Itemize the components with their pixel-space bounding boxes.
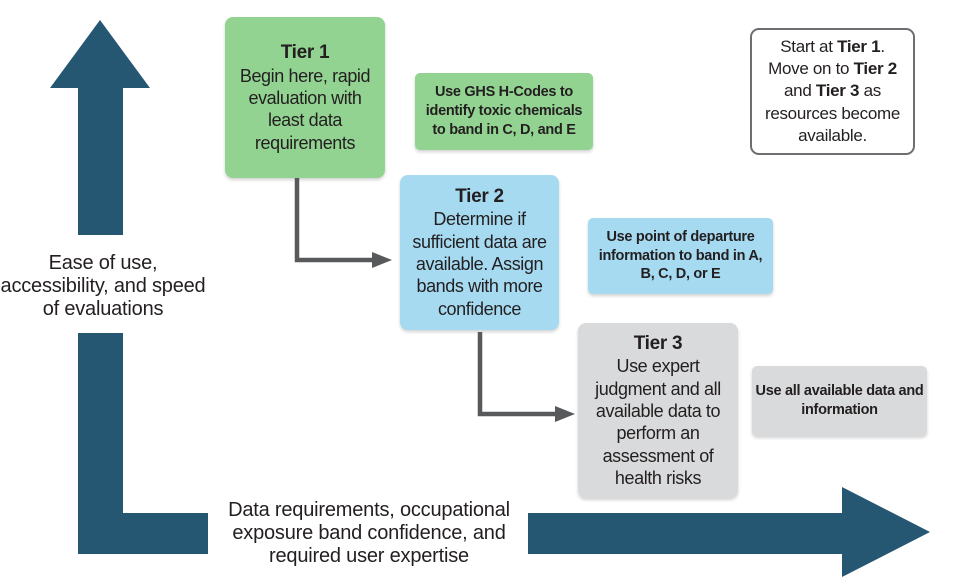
note-seg-4: and [784, 81, 816, 101]
tier2-to-tier3-connector-arrow [477, 332, 575, 422]
tier1-box: Tier 1 Begin here, rapid evaluation with… [225, 17, 385, 178]
up-arrow-icon [50, 20, 150, 88]
note-seg-2: . Move on to [768, 37, 885, 79]
tier1-side-note: Use GHS H-Codes to identify toxic chemic… [415, 73, 593, 150]
tier1-title: Tier 1 [280, 42, 330, 64]
tier2-body: Determine if sufficient data are availab… [412, 209, 547, 319]
tier3-title: Tier 3 [633, 332, 683, 354]
note-seg-1: Tier 1 [837, 37, 881, 57]
tier1-body: Begin here, rapid evaluation with least … [239, 65, 371, 153]
x-axis-label: Data requirements, occupational exposure… [228, 499, 510, 567]
start-note-text: Start at Tier 1. Move on to Tier 2 and T… [752, 36, 913, 146]
note-seg-5: Tier 3 [815, 81, 860, 101]
tier2-side-note: Use point of departure information to ba… [588, 218, 773, 294]
right-arrow-shaft-right [528, 513, 842, 554]
tier2-title: Tier 2 [455, 185, 504, 207]
tier3-body: Use expert judgment and all available da… [595, 356, 721, 488]
tier3-box: Tier 3 Use expert judgment and all avail… [578, 323, 738, 498]
note-seg-3: Tier 2 [853, 59, 898, 79]
tier3-side-note: Use all available data and information [752, 366, 927, 436]
tier2-box: Tier 2 Determine if sufficient data are … [400, 175, 559, 330]
note-seg-6: as resources become available. [764, 81, 901, 145]
tier1-to-tier2-connector-arrow [294, 178, 392, 268]
up-arrow-shaft-top [78, 86, 123, 235]
right-arrow-shaft-left [78, 513, 208, 554]
start-note-box: Start at Tier 1. Move on to Tier 2 and T… [750, 28, 915, 155]
right-arrow-icon [842, 487, 930, 577]
y-axis-label: Ease of use, accessibility, and speed of… [0, 252, 206, 320]
note-seg-0: Start at [780, 37, 838, 57]
